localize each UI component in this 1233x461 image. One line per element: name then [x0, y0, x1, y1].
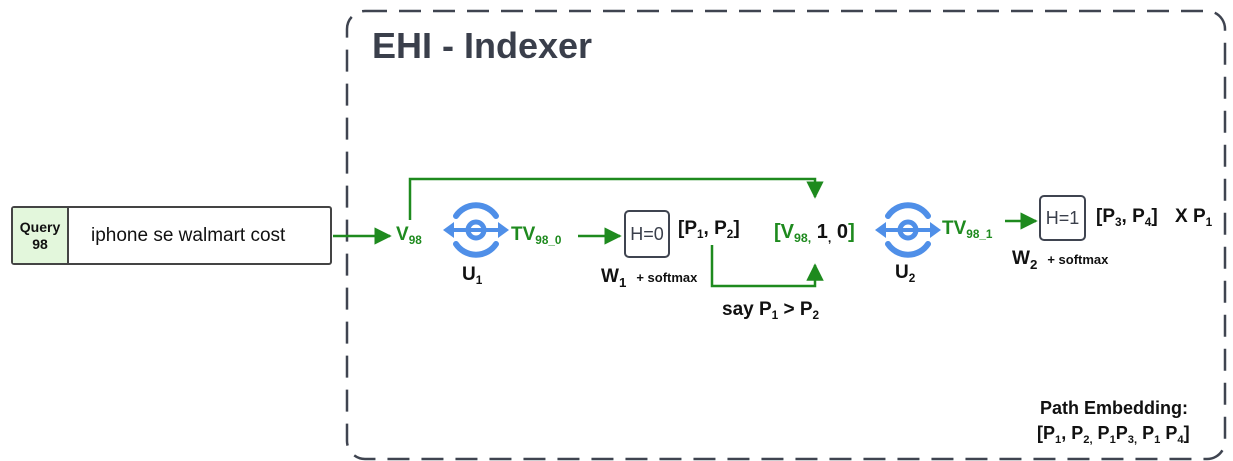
arrow-p12-to-vector	[710, 245, 824, 288]
tv98-0-label: TV98_0	[511, 224, 562, 248]
p12-sub1: 1	[697, 228, 704, 242]
p34-label: [P3, P4]	[1096, 206, 1158, 230]
w1-sub: 1	[618, 274, 627, 290]
query-box: Query 98 iphone se walmart cost	[11, 206, 332, 265]
w2-base: W	[1012, 248, 1030, 269]
page-title: EHI - Indexer	[372, 25, 593, 66]
u1-sub: 1	[475, 274, 483, 288]
w1-label: W1 + softmax	[601, 266, 698, 290]
p34-sub1: 3	[1115, 216, 1122, 230]
w2-suffix: + softmax	[1047, 252, 1109, 267]
pe-s6: 4	[1177, 433, 1184, 446]
h1-box: H=1	[1039, 195, 1086, 241]
move-horizontal-icon	[443, 202, 509, 258]
pe-t6: ]	[1183, 423, 1190, 443]
xp1-label: X P1	[1175, 206, 1213, 230]
vec-close: ]	[848, 221, 855, 243]
pe-t1: , P	[1061, 423, 1084, 443]
u2-sub: 2	[908, 272, 916, 286]
v98-label: V98	[396, 224, 422, 248]
query-tag: Query 98	[13, 208, 69, 263]
tv98-1-label: TV98_1	[942, 218, 993, 242]
p34-mid: , P	[1121, 206, 1145, 227]
vec-zero: 0	[831, 221, 849, 243]
vec-sub: 98,	[794, 231, 812, 246]
move-horizontal-icon	[875, 202, 941, 258]
xp1-base: X P	[1175, 206, 1206, 227]
pe-t0: [P	[1037, 423, 1055, 443]
pe-s3: 1	[1109, 433, 1116, 446]
arrow-v98-to-vector	[408, 177, 824, 220]
v98-base: V	[396, 224, 409, 245]
vec-open: [V	[774, 221, 794, 243]
tv98-1-base: TV	[942, 218, 967, 239]
w1-base: W	[601, 266, 619, 287]
u2-label: U2	[895, 262, 916, 286]
path-embedding-label: Path Embedding:	[1040, 398, 1188, 418]
p12-mid: , P	[703, 218, 727, 239]
query-text: iphone se walmart cost	[91, 224, 286, 246]
path-embedding-value: [P1, P2, P1P3, P1 P4]	[1037, 423, 1190, 446]
vec-comma: ,	[827, 231, 832, 246]
pe-t2: P	[1092, 423, 1110, 443]
query-tag-line2: 98	[32, 235, 48, 252]
h0-box: H=0	[624, 210, 670, 258]
p12-open: [P	[678, 218, 697, 239]
say-sub2: 2	[812, 309, 820, 323]
w2-label: W2 + softmax	[1012, 248, 1109, 272]
pe-t5: P	[1160, 423, 1178, 443]
pe-s1: 1	[1055, 433, 1062, 446]
p12-close: ]	[733, 218, 740, 239]
say-label: say P1 > P2	[722, 299, 820, 323]
p12-sub2: 2	[726, 228, 734, 242]
say-mid: > P	[778, 299, 813, 320]
w2-sub: 2	[1029, 256, 1038, 272]
tv98-0-sub: 98_0	[535, 234, 562, 248]
tv98-0-base: TV	[511, 224, 536, 245]
pe-s4: 3,	[1127, 433, 1138, 446]
query-tag-line1: Query	[19, 218, 61, 235]
p12-label: [P1, P2]	[678, 218, 740, 242]
pe-t3: P	[1115, 423, 1128, 443]
p34-open: [P	[1096, 206, 1115, 227]
vec-one: 1	[811, 221, 828, 243]
v98-vector: [V98, 1, 0]	[774, 221, 855, 246]
u1-base: U	[462, 264, 476, 285]
pe-s2: 2,	[1083, 433, 1093, 446]
say-pre: say P	[722, 299, 772, 320]
u1-label: U1	[462, 264, 483, 288]
v98-sub: 98	[408, 234, 422, 248]
p34-sub2: 4	[1144, 216, 1152, 230]
tv98-1-sub: 98_1	[966, 228, 993, 242]
pe-t4: P	[1137, 423, 1155, 443]
w1-suffix: + softmax	[636, 270, 698, 285]
pe-s5: 1	[1154, 433, 1161, 446]
say-sub1: 1	[771, 309, 779, 323]
u2-base: U	[895, 262, 909, 283]
xp1-sub: 1	[1205, 216, 1213, 230]
p34-close: ]	[1151, 206, 1158, 227]
